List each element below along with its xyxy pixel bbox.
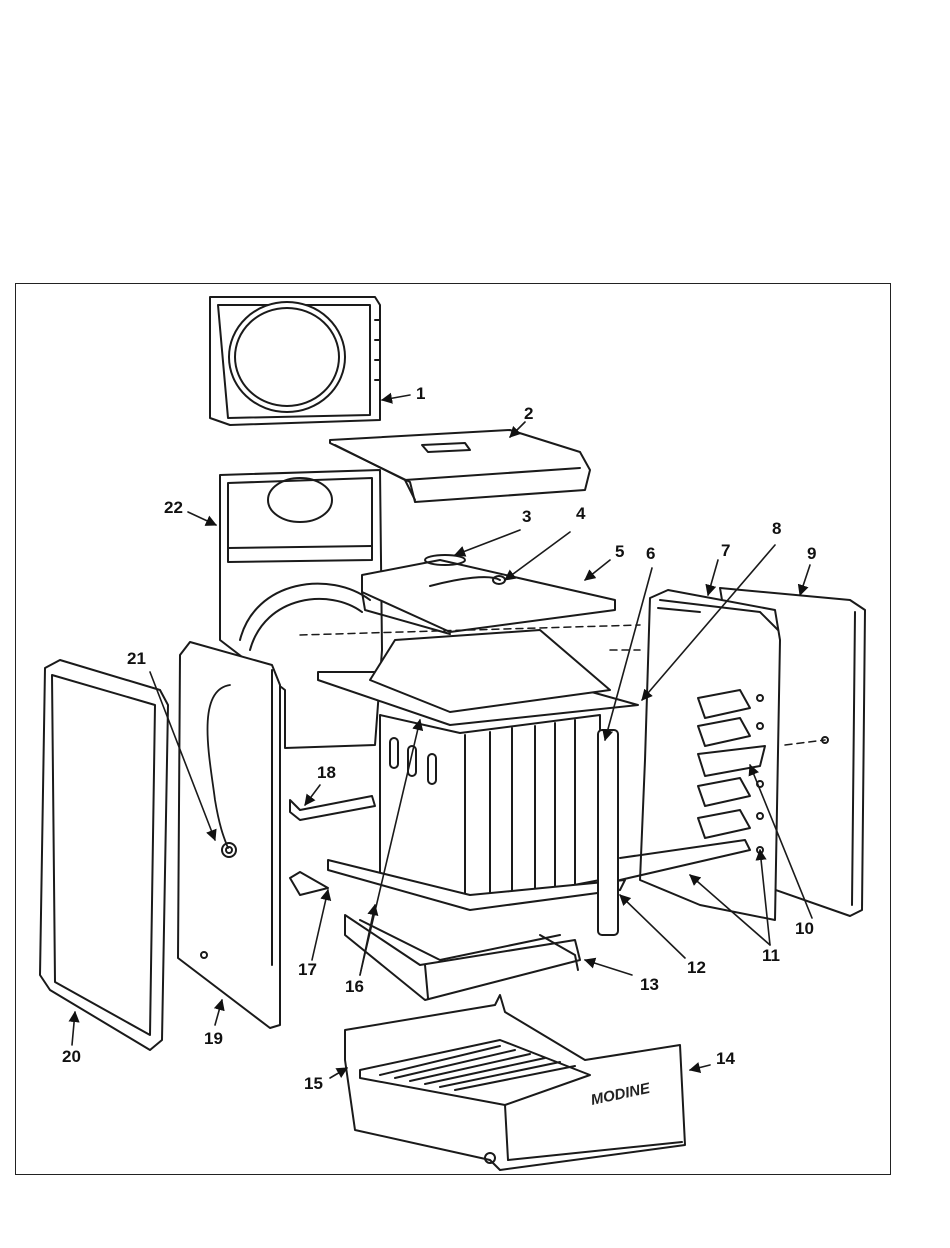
part-side-panel xyxy=(178,642,280,1028)
callout-5: 5 xyxy=(615,543,624,560)
callout-12: 12 xyxy=(687,959,706,976)
callout-2: 2 xyxy=(524,405,533,422)
part-heat-exchanger xyxy=(318,630,638,910)
callout-13: 13 xyxy=(640,976,659,993)
callout-10: 10 xyxy=(795,920,814,937)
callout-15: 15 xyxy=(304,1075,323,1092)
part-flue-collector xyxy=(362,555,615,634)
callout-6: 6 xyxy=(646,545,655,562)
callout-11: 11 xyxy=(762,947,780,964)
part-front-door xyxy=(40,660,168,1050)
callout-1: 1 xyxy=(416,385,425,402)
callout-4: 4 xyxy=(576,505,585,522)
callout-7: 7 xyxy=(721,542,730,559)
callout-19: 19 xyxy=(204,1030,223,1047)
callout-3: 3 xyxy=(522,508,531,525)
callout-22: 22 xyxy=(164,499,183,516)
callout-8: 8 xyxy=(772,520,781,537)
callout-20: 20 xyxy=(62,1048,81,1065)
callout-9: 9 xyxy=(807,545,816,562)
callout-16: 16 xyxy=(345,978,364,995)
callout-17: 17 xyxy=(298,961,317,978)
part-burner-tray xyxy=(345,915,580,1000)
callout-18: 18 xyxy=(317,764,336,781)
callout-14: 14 xyxy=(716,1050,735,1067)
part-venturi-panel xyxy=(210,297,380,425)
callout-21: 21 xyxy=(127,650,146,667)
part-side-post xyxy=(598,730,618,935)
